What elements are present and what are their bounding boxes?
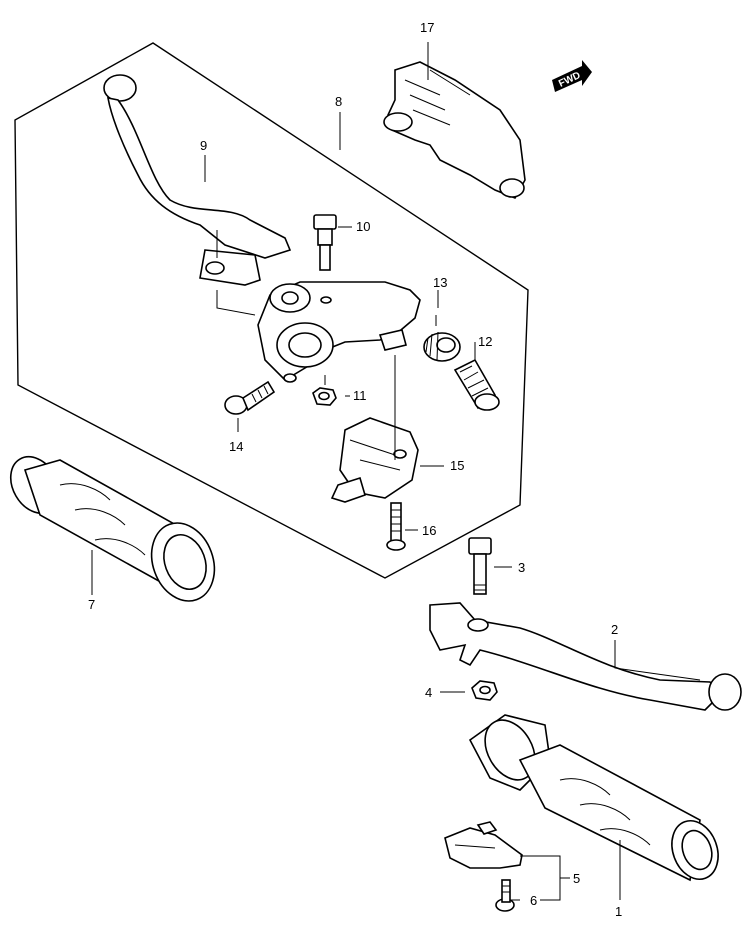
hex-nut-part <box>312 387 337 406</box>
cable-adjuster-part <box>453 358 500 411</box>
mounting-screw-part <box>224 380 276 415</box>
callout-1: 1 <box>615 904 622 919</box>
callout-8: 8 <box>335 94 342 109</box>
callout-5: 5 <box>573 871 580 886</box>
pivot-bolt-part <box>313 214 337 271</box>
callout-17: 17 <box>420 20 434 35</box>
callout-3: 3 <box>518 560 525 575</box>
callout-9: 9 <box>200 138 207 153</box>
callout-7: 7 <box>88 597 95 612</box>
left-grip-part <box>9 455 216 602</box>
brake-lever-part <box>429 602 742 711</box>
lever-nut-part <box>471 680 498 701</box>
leader-lines <box>91 42 701 901</box>
callout-10: 10 <box>356 219 370 234</box>
clutch-lever-part <box>103 74 292 286</box>
front-brake-switch-part <box>444 821 523 869</box>
callout-13: 13 <box>433 275 447 290</box>
callout-16: 16 <box>422 523 436 538</box>
lever-guard-part <box>383 61 526 200</box>
switch-screw-part <box>386 502 406 551</box>
lever-holder-part <box>257 281 421 383</box>
callout-14: 14 <box>229 439 243 454</box>
callout-12: 12 <box>478 334 492 349</box>
assembly-boundary <box>14 42 529 579</box>
throttle-grip-part <box>468 714 719 882</box>
callout-11: 11 <box>353 388 367 403</box>
adjuster-locknut-part <box>423 331 461 362</box>
fwd-label: FWD <box>557 70 582 90</box>
fwd-arrow-icon: FWD <box>552 60 592 92</box>
callout-2: 2 <box>611 622 618 637</box>
switch-mount-screw-part <box>495 879 515 912</box>
clutch-switch-part <box>330 417 419 503</box>
brake-lever-bolt-part <box>468 537 492 595</box>
callout-15: 15 <box>450 458 464 473</box>
callout-6: 6 <box>530 893 537 908</box>
callout-4: 4 <box>425 685 432 700</box>
